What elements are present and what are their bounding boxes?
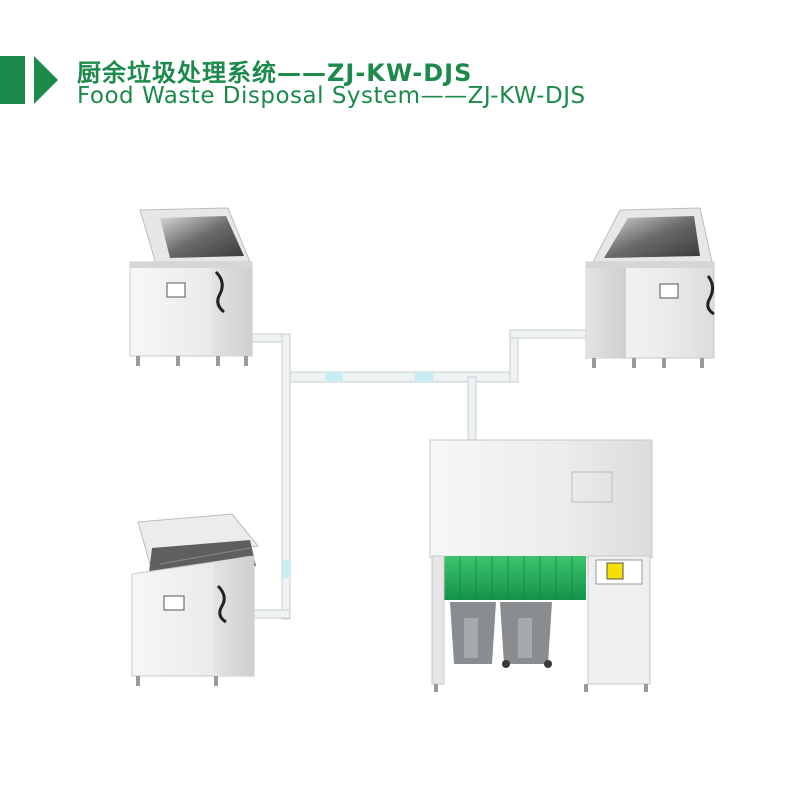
control-panel xyxy=(163,595,185,611)
pipe-joint xyxy=(325,372,343,382)
access-panel xyxy=(571,471,613,503)
collection-bins xyxy=(450,602,552,668)
pipe-segment xyxy=(281,333,291,620)
pipe-segment xyxy=(467,376,477,446)
hose xyxy=(216,584,227,624)
disposal-unit-top-left xyxy=(129,207,253,366)
brand-bar-icon xyxy=(0,56,25,104)
header: 厨余垃圾处理系统——ZJ-KW-DJS Food Waste Disposal … xyxy=(0,50,800,110)
control-panel xyxy=(659,283,679,299)
green-curtain xyxy=(444,556,586,600)
pipe-joint xyxy=(415,372,433,382)
indicator-light xyxy=(606,562,624,580)
pipe-segment xyxy=(509,333,519,383)
pipe-joint xyxy=(282,560,290,578)
control-panel xyxy=(166,282,186,298)
hose xyxy=(706,275,715,316)
hose xyxy=(214,270,225,314)
title-chinese: 厨余垃圾处理系统——ZJ-KW-DJS xyxy=(77,59,473,87)
pipe-segment xyxy=(289,371,517,383)
disposal-unit-bottom-left xyxy=(131,513,259,686)
disposal-unit-top-right xyxy=(585,207,715,368)
dewatering-unit xyxy=(429,439,653,692)
brand-arrow-icon xyxy=(34,56,58,104)
title-english: Food Waste Disposal System——ZJ-KW-DJS xyxy=(77,83,586,109)
pipe-joints xyxy=(282,372,433,578)
